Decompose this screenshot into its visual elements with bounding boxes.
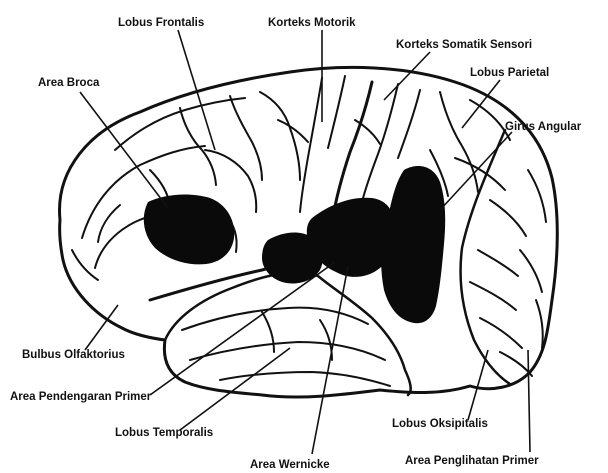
leader-lobus-frontalis bbox=[178, 30, 215, 150]
sylvian-dark-region bbox=[262, 233, 323, 284]
label-korteks-somatik-sensori: Korteks Somatik Sensori bbox=[396, 39, 532, 51]
occipital-boundary bbox=[461, 130, 511, 384]
leader-area-wernicke bbox=[312, 266, 348, 454]
occipital-gyri bbox=[470, 250, 543, 376]
broca-area-region bbox=[144, 195, 234, 265]
angular-region bbox=[381, 166, 445, 323]
leader-area-broca bbox=[80, 92, 168, 208]
label-girus-angular: Girus Angular bbox=[505, 121, 582, 133]
label-area-pendengaran-primer: Area Pendengaran Primer bbox=[10, 391, 152, 403]
label-lobus-parietal: Lobus Parietal bbox=[470, 67, 549, 79]
label-korteks-motorik: Korteks Motorik bbox=[268, 17, 356, 29]
label-bulbus-olfaktorius: Bulbus Olfaktorius bbox=[22, 349, 125, 361]
leader-bulbus-olfaktorius bbox=[85, 305, 118, 350]
leader-area-pendengaran-primer bbox=[150, 262, 335, 395]
leader-lobus-temporalis bbox=[180, 348, 290, 430]
parietal-gyri bbox=[430, 92, 546, 236]
label-area-broca: Area Broca bbox=[38, 77, 100, 89]
label-lobus-frontalis: Lobus Frontalis bbox=[118, 17, 204, 29]
leader-area-penglihatan-primer bbox=[528, 350, 530, 452]
label-lobus-temporalis: Lobus Temporalis bbox=[115, 427, 213, 439]
highlighted-regions bbox=[144, 166, 445, 323]
temporal-lobe-outline bbox=[165, 273, 411, 395]
label-area-penglihatan-primer: Area Penglihatan Primer bbox=[405, 455, 539, 467]
temporal-gyri bbox=[182, 308, 390, 386]
label-area-wernicke: Area Wernicke bbox=[250, 459, 330, 471]
label-lobus-oksipitalis: Lobus Oksipitalis bbox=[392, 418, 488, 430]
leader-korteks-somatik-sensori bbox=[384, 52, 430, 100]
